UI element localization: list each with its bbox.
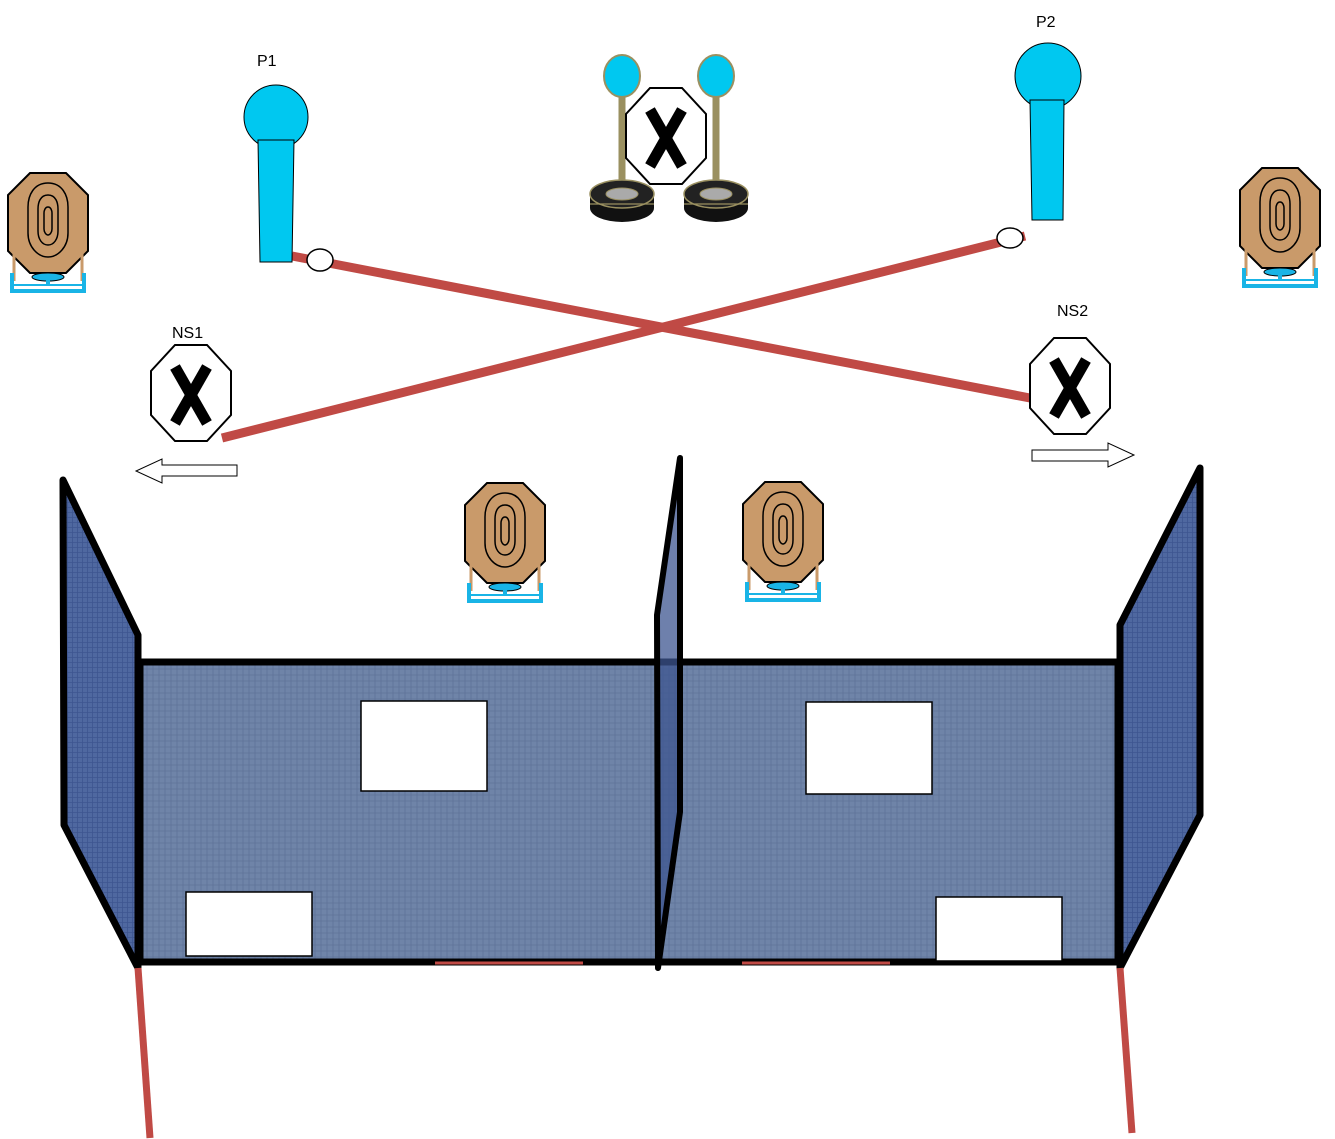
wall-right-wing [1116,464,1204,972]
port-lower-right [935,896,1063,962]
no-shoot-ns1: NS1 [134,325,238,484]
popper-p1: P1 [243,53,334,272]
no-shoot-ns2-label: NS2 [1057,303,1088,320]
no-shoot-ns1-label: NS1 [172,325,203,342]
popper-pivot-icon [996,227,1024,249]
activation-cables [220,231,1031,443]
plate-rack-no-shoot-icon [626,88,706,184]
plate-rack-icon [589,54,749,222]
wall-center-divider [654,455,683,971]
direction-arrow-right-icon [1031,442,1136,468]
paper-target-right-outer [1238,166,1322,288]
popper-pivot-icon [306,248,334,272]
port-upper-left [360,700,488,792]
no-shoot-ns2: NS2 [1030,303,1136,468]
paper-target-center-left [463,481,547,603]
paper-target-left-outer [6,171,90,293]
no-shoot-icon [1030,338,1110,434]
fault-line-side-right [1116,967,1136,1134]
tire-right-icon [683,179,749,222]
wall-structure [59,455,1204,972]
no-shoot-icon [151,345,231,441]
popper-icon [1014,42,1082,221]
wall-left-wing [59,476,142,972]
port-upper-right [805,701,933,795]
cable-p2-to-ns1 [220,231,1027,443]
popper-p2: P2 [996,14,1082,249]
paper-target-center-right [741,480,825,602]
popper-icon [243,84,309,263]
fault-line-side-left [134,967,154,1139]
port-lower-left [185,891,313,957]
popper-p1-label: P1 [257,53,277,70]
tire-left-icon [589,179,655,222]
direction-arrow-left-icon [134,458,238,484]
popper-p2-label: P2 [1036,14,1056,31]
